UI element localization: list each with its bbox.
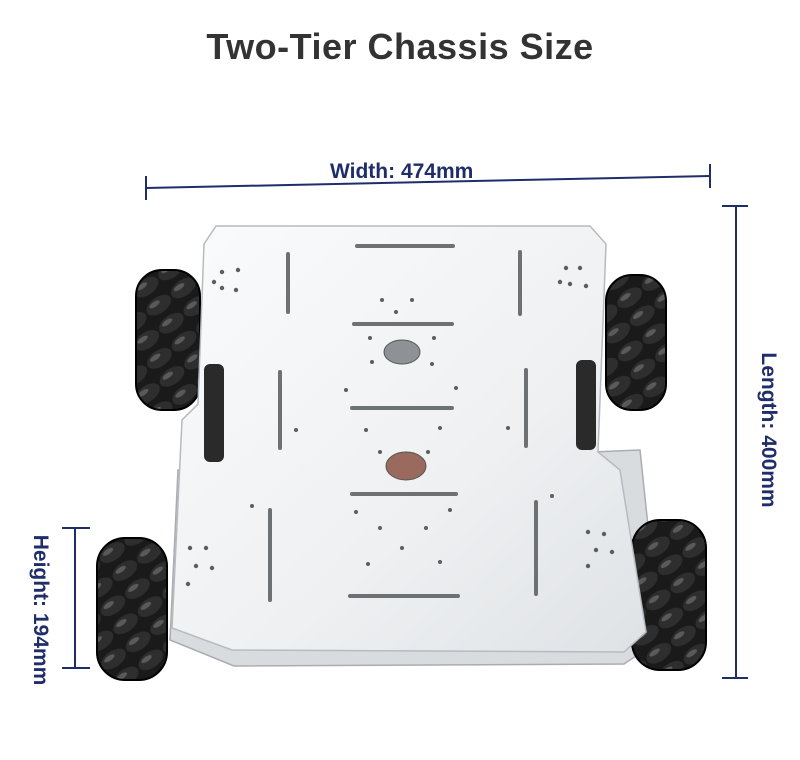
height-dimension-line [62, 527, 90, 669]
wheel-front-right [631, 519, 707, 671]
wheel-rear-left [135, 269, 201, 411]
length-dimension-line [722, 205, 748, 679]
width-label: Width: 474mm [330, 160, 474, 183]
page-title: Two-Tier Chassis Size [206, 26, 594, 67]
height-label: Height: 194mm [29, 534, 52, 686]
top-plate [171, 225, 647, 653]
wheel-front-left [96, 537, 168, 681]
wheel-rear-right [605, 274, 667, 411]
width-dimension-line [145, 164, 711, 200]
length-label: Length: 400mm [757, 352, 780, 508]
